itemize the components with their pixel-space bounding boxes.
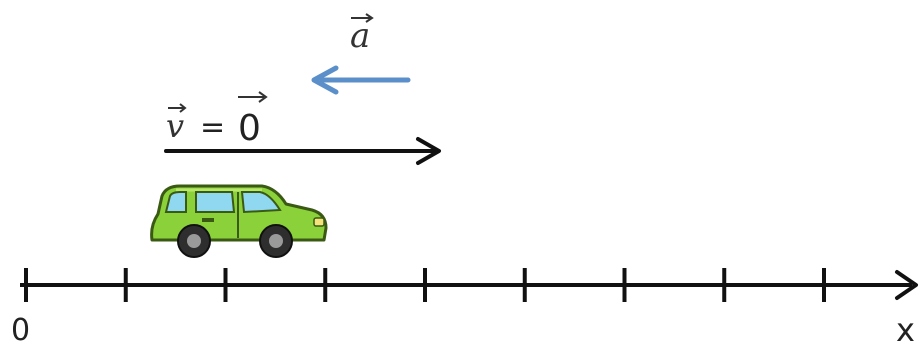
car-rear-hubcap	[187, 234, 201, 248]
origin-label: 0	[11, 313, 30, 348]
velocity-arrow	[164, 137, 441, 165]
x-axis-ticks	[24, 268, 826, 302]
acceleration-label: a	[350, 13, 374, 56]
acceleration-symbol: a	[350, 16, 370, 56]
velocity-symbol-arrow-head	[179, 103, 187, 113]
acceleration-arrow	[311, 65, 411, 95]
acceleration-label-arrow-head	[365, 13, 374, 23]
x-axis-label: x	[896, 311, 915, 349]
zero-vector-arrow-head	[258, 91, 268, 103]
car-front-hubcap	[269, 234, 283, 248]
x-axis: 0 x	[11, 268, 918, 349]
car-door-handle	[202, 218, 214, 222]
velocity-equals: =	[200, 110, 225, 145]
car	[150, 184, 328, 258]
velocity-arrow-head	[416, 137, 441, 165]
car-window-middle	[195, 191, 236, 213]
car-headlight	[313, 217, 325, 227]
acceleration-arrow-head	[311, 65, 339, 95]
x-axis-arrow-head	[895, 270, 918, 300]
velocity-label: v = 0	[166, 91, 268, 149]
velocity-symbol: v	[166, 107, 184, 145]
car-window-front	[240, 191, 282, 214]
car-window-rear	[164, 191, 187, 213]
zero-vector-symbol: 0	[238, 108, 261, 149]
